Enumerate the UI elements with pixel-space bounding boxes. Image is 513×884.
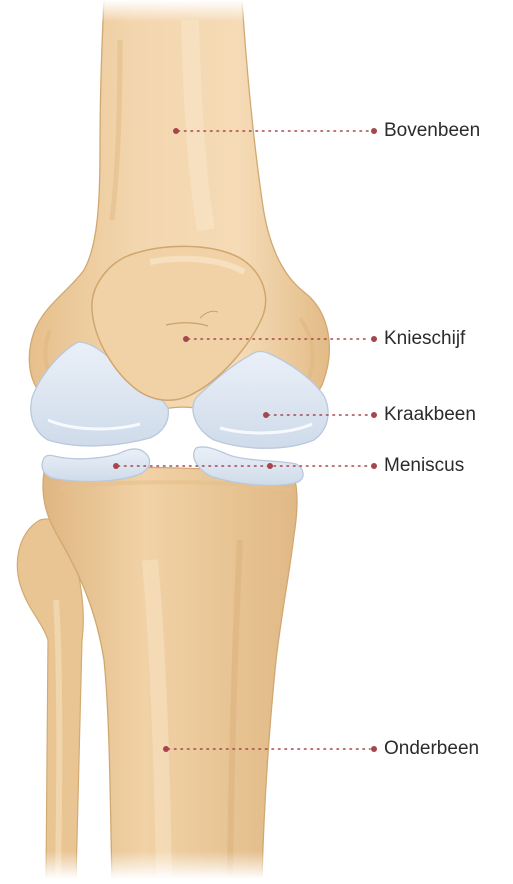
end-dot-tibia	[371, 746, 377, 752]
anchor-dot-patella	[183, 336, 189, 342]
label-femur: Bovenbeen	[384, 121, 480, 140]
end-dot-cartilage	[371, 412, 377, 418]
end-dot-patella	[371, 336, 377, 342]
anchor-dot-meniscus-right	[267, 463, 273, 469]
anchor-dot-tibia	[163, 746, 169, 752]
label-tibia: Onderbeen	[384, 739, 479, 758]
label-meniscus: Meniscus	[384, 456, 464, 475]
anchor-dot-cartilage	[263, 412, 269, 418]
label-cartilage: Kraakbeen	[384, 405, 476, 424]
label-patella: Knieschijf	[384, 329, 465, 348]
anchor-dot-femur	[173, 128, 179, 134]
end-dot-meniscus	[371, 463, 377, 469]
end-dot-femur	[371, 128, 377, 134]
anchor-dot-meniscus-left	[113, 463, 119, 469]
fibula	[17, 519, 83, 879]
